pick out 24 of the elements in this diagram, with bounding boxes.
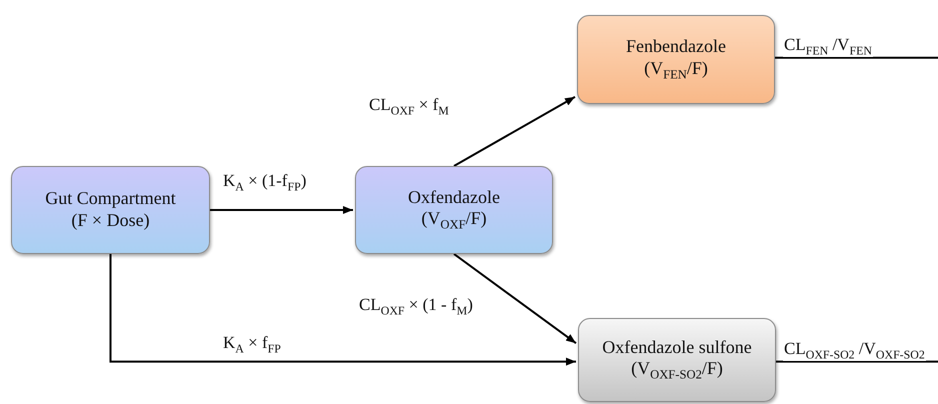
volume-term: (F × Dose) bbox=[71, 210, 150, 232]
volume-term: (V$_{OXF-SO2}$/F) bbox=[631, 358, 723, 384]
rate-label: CL$_{OXF-SO2}$ /V$_{OXF-SO2}$ bbox=[783, 340, 926, 362]
arrow bbox=[210, 206, 353, 214]
arrow bbox=[110, 254, 576, 366]
compartment-name: Fenbendazole bbox=[626, 36, 726, 58]
compartment-box bbox=[577, 15, 775, 104]
compartment-box bbox=[355, 166, 553, 254]
arrow bbox=[453, 253, 577, 344]
rate-label: CL$_{OXF}$ × (1 - f$_{M}$) bbox=[358, 296, 474, 318]
compartment-name: Gut Compartment bbox=[45, 188, 176, 210]
arrow bbox=[454, 96, 576, 167]
line bbox=[775, 56, 938, 59]
line bbox=[776, 360, 938, 363]
rate-label: CL$_{FEN}$ /V$_{FEN}$ bbox=[783, 36, 873, 58]
compartment-box bbox=[11, 166, 210, 254]
volume-term: (V$_{OXF}$/F) bbox=[421, 208, 487, 234]
compartment-name: Oxfendazole sulfone bbox=[602, 336, 752, 358]
compartment-box bbox=[578, 318, 776, 402]
volume-term: (V$_{FEN}$/F) bbox=[644, 58, 708, 83]
rate-label: CL$_{OXF}$ × f$_{M}$ bbox=[368, 96, 450, 118]
rate-label: K$_{A}$ × f$_{FP}$ bbox=[222, 334, 282, 356]
compartment-name: Oxfendazole bbox=[408, 186, 500, 208]
rate-label: K$_{A}$ × (1-f$_{FP}$) bbox=[222, 172, 308, 194]
